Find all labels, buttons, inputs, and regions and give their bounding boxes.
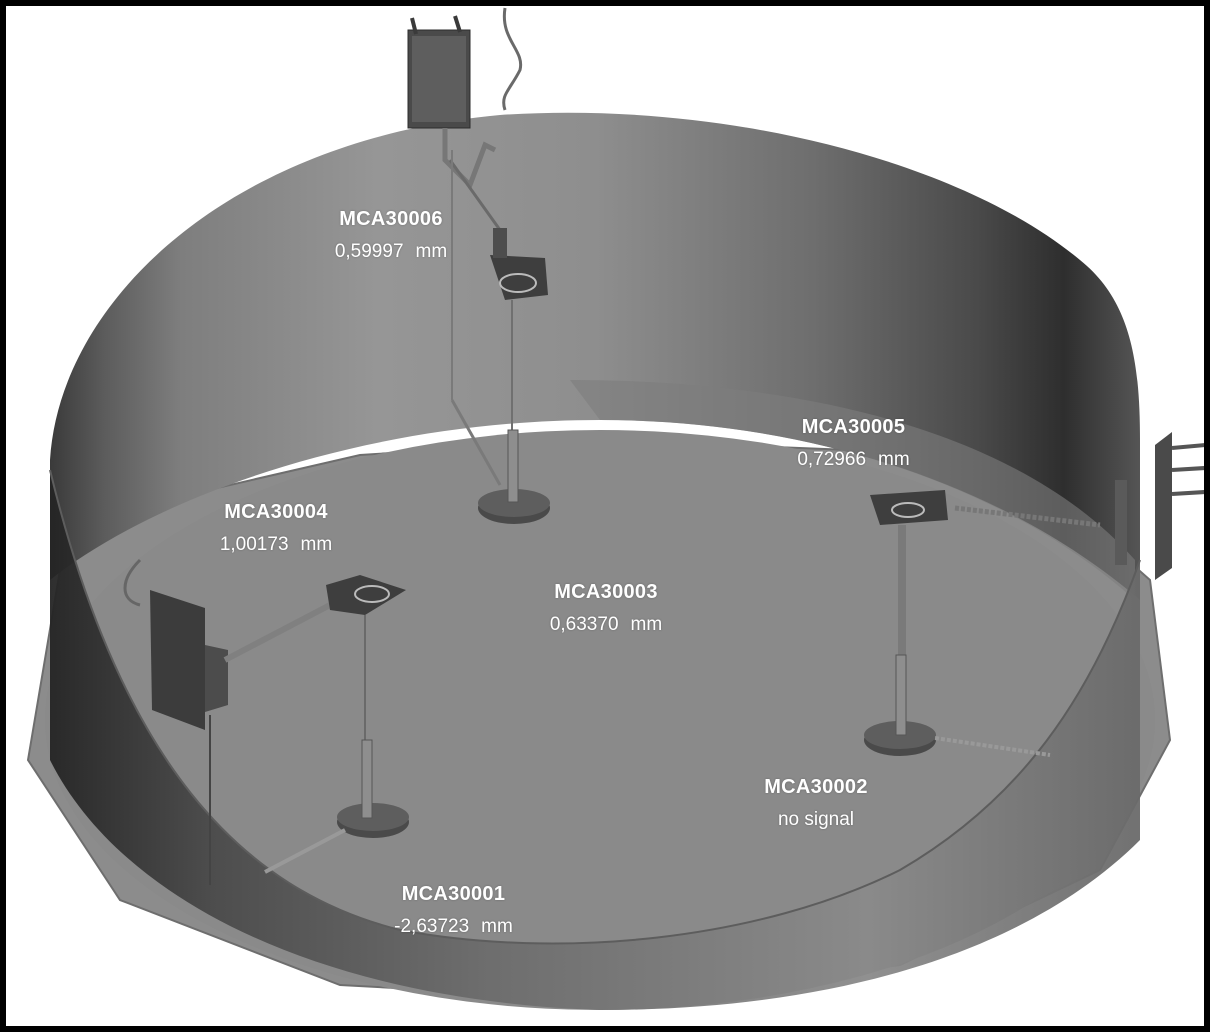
sensor-unit: mm	[300, 534, 333, 555]
sensor-mca30001-base	[264, 739, 409, 874]
sensor-id: MCA30006	[339, 208, 443, 230]
sensor-label-mca30006: MCA30006 0,59997 mm	[311, 208, 471, 263]
sensor-label-mca30001: MCA30001 -2,63723 mm	[371, 883, 536, 938]
top-manifold	[407, 7, 523, 190]
sensor-value: 0,72966	[797, 449, 867, 470]
sensor-mca30002-base	[864, 654, 1051, 757]
sensor-label-mca30004: MCA30004 1,00173 mm	[196, 501, 356, 556]
sensor-status: no signal	[777, 809, 855, 830]
sensor-mca30003-base	[478, 429, 550, 524]
sensor-id: MCA30001	[401, 883, 506, 905]
sensor-mca30005-assembly	[870, 432, 1204, 655]
sensor-label-mca30002: MCA30002 no signal	[736, 776, 896, 831]
sensor-value: 0,59997	[334, 241, 404, 262]
sensor-unit: mm	[481, 916, 513, 937]
sensor-value: 0,63370	[549, 614, 619, 635]
sensor-mca30004-assembly	[123, 558, 406, 885]
sensor-label-mca30003: MCA30003 0,63370 mm	[521, 581, 691, 636]
sensor-unit: mm	[878, 449, 910, 470]
tank-back-wall	[50, 112, 1140, 600]
sensor-unit: mm	[630, 614, 663, 635]
sensor-id: MCA30004	[224, 501, 328, 523]
sensor-id: MCA30003	[554, 581, 658, 603]
sensor-unit: mm	[415, 241, 448, 262]
sensor-value: -2,63723	[394, 916, 470, 937]
sensor-label-mca30005: MCA30005 0,72966 mm	[771, 416, 936, 471]
tank-floor	[45, 430, 1155, 1010]
sensor-id: MCA30005	[801, 416, 906, 438]
sensor-id: MCA30002	[764, 776, 868, 798]
sensor-value: 1,00173	[219, 534, 289, 555]
